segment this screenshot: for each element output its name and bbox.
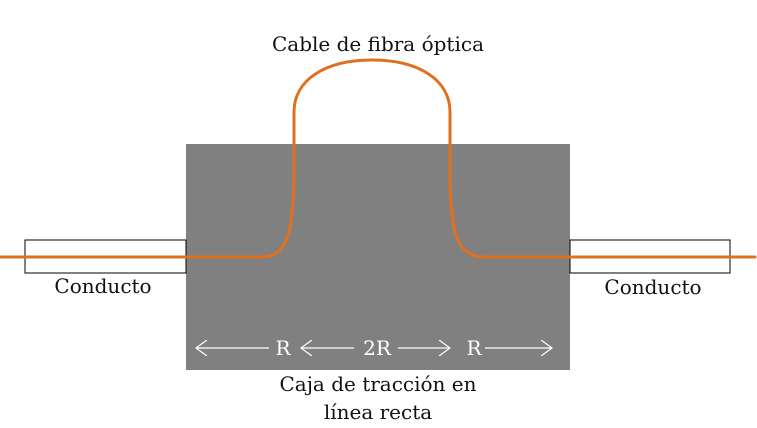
- cable-title: Cable de fibra óptica: [272, 32, 484, 56]
- pull-box-label-line1: Caja de tracción en: [279, 372, 476, 396]
- dimension-label-right-r: R: [466, 336, 482, 360]
- fiber-optic-cable: [0, 58, 757, 259]
- dimension-label-left-r: R: [275, 336, 291, 360]
- left-conduit-label: Conducto: [54, 274, 151, 298]
- pull-box-label-line2: línea recta: [324, 400, 432, 424]
- right-conduit-label: Conducto: [604, 275, 701, 299]
- dimension-label-2r: 2R: [363, 336, 392, 360]
